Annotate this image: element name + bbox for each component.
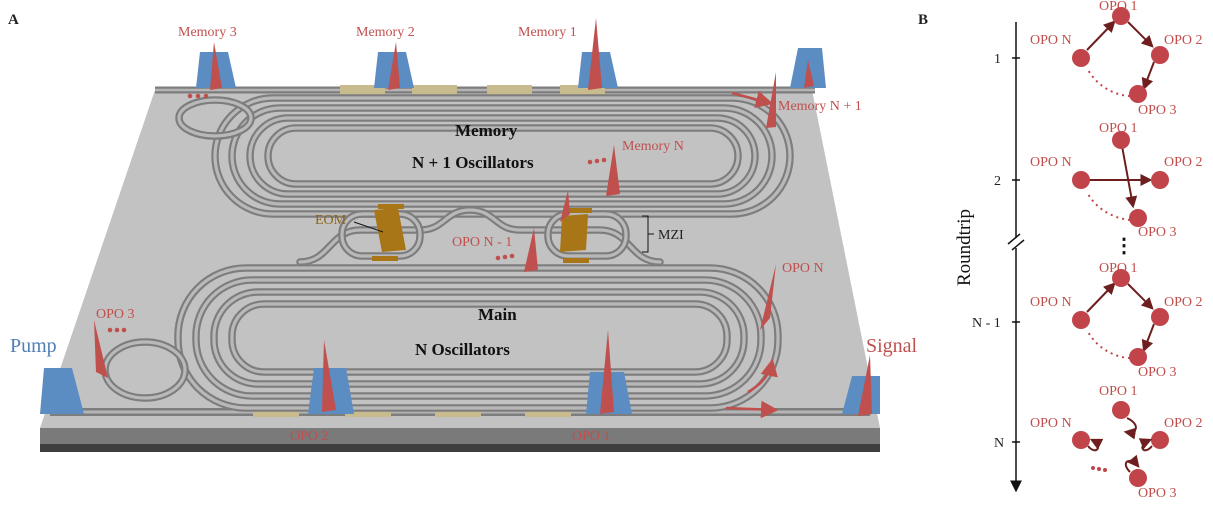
g1-label-right: OPO 2 <box>1164 33 1203 48</box>
label-opo-n: OPO N <box>782 261 824 276</box>
eom-electrodes <box>372 204 592 263</box>
tick-n: N <box>994 436 1004 451</box>
tick-1: 1 <box>994 52 1001 67</box>
tick-n-minus-1: N - 1 <box>972 316 1001 331</box>
g1-label-left: OPO N <box>1030 33 1072 48</box>
label-opo-1: OPO 1 <box>572 429 611 444</box>
graph-roundtrip-n <box>1072 401 1169 487</box>
label-memory-2: Memory 2 <box>356 25 415 40</box>
label-signal: Signal <box>866 335 918 357</box>
gn-label-left: OPO N <box>1030 416 1072 431</box>
gn1-label-right: OPO 2 <box>1164 295 1203 310</box>
main-loops <box>101 264 782 412</box>
roundtrip-axis <box>1007 22 1025 493</box>
label-opo-n-minus-1: OPO N - 1 <box>452 235 512 250</box>
label-memory-n: Memory N <box>622 139 684 154</box>
g1-label-top: OPO 1 <box>1099 0 1138 14</box>
gn-label-right: OPO 2 <box>1164 416 1203 431</box>
gn1-label-bottom: OPO 3 <box>1138 365 1177 380</box>
label-opo-3: OPO 3 <box>96 307 135 322</box>
g2-label-left: OPO N <box>1030 155 1072 170</box>
label-eom: EOM <box>315 213 347 228</box>
label-opo-2: OPO 2 <box>290 429 329 444</box>
main-block-subtitle: N Oscillators <box>415 340 510 359</box>
memory-block-subtitle: N + 1 Oscillators <box>412 153 534 172</box>
gn1-label-left: OPO N <box>1030 295 1072 310</box>
label-pump: Pump <box>10 335 57 357</box>
main-block-title: Main <box>478 305 517 324</box>
g2-label-top: OPO 1 <box>1099 121 1138 136</box>
panel-a-label: A <box>8 12 19 28</box>
g1-label-bottom: OPO 3 <box>1138 103 1177 118</box>
tick-2: 2 <box>994 174 1001 189</box>
axis-label-roundtrip: Roundtrip <box>954 209 975 286</box>
panel-b-label: B <box>918 12 928 28</box>
graph-roundtrip-1 <box>1072 7 1169 103</box>
red-pulses <box>94 18 872 416</box>
label-memory-n1: Memory N + 1 <box>778 99 862 114</box>
chip <box>40 90 880 452</box>
vertical-ellipsis: ⋮ <box>1114 235 1134 257</box>
label-mzi: MZI <box>658 228 684 243</box>
g2-label-right: OPO 2 <box>1164 155 1203 170</box>
graph-roundtrip-2 <box>1072 131 1169 227</box>
label-memory-1: Memory 1 <box>518 25 577 40</box>
memory-block-title: Memory <box>455 121 518 140</box>
top-bus-waveguide <box>155 85 815 95</box>
leader-lines <box>353 215 654 253</box>
graph-roundtrip-n-minus-1 <box>1072 269 1169 366</box>
bottom-bus-waveguide <box>50 407 870 417</box>
gn1-label-top: OPO 1 <box>1099 261 1138 276</box>
red-dots <box>107 93 607 333</box>
gn-label-bottom: OPO 3 <box>1138 486 1177 501</box>
memory-loops <box>175 94 794 218</box>
gn-label-top: OPO 1 <box>1099 384 1138 399</box>
g2-label-bottom: OPO 3 <box>1138 225 1177 240</box>
label-memory-3: Memory 3 <box>178 25 237 40</box>
routing-arrows <box>725 90 779 419</box>
